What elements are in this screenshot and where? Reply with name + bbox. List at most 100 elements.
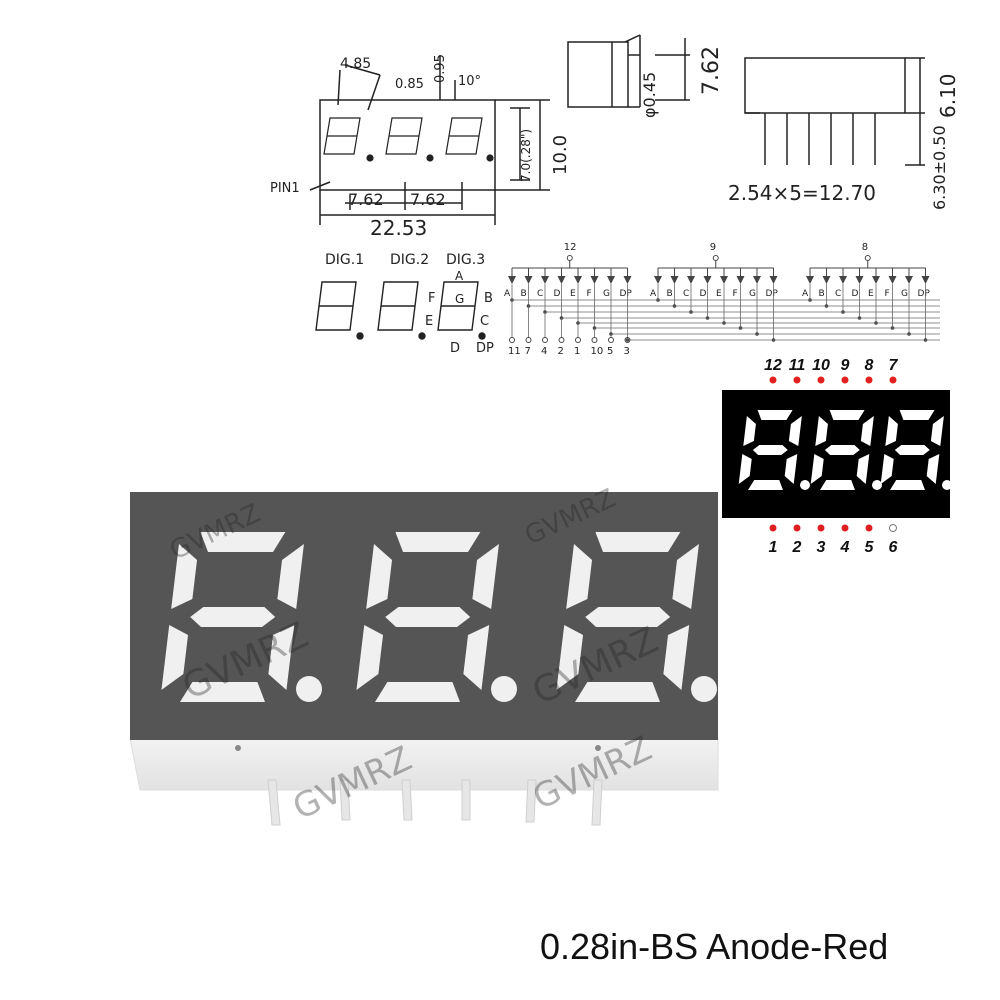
bottom-pin-label: 3 [624,346,630,357]
pinout-top-dot [793,376,801,384]
dim-pin-dia: φ0.45 [640,72,659,118]
dim-body-height: 10.0 [550,135,571,175]
common-pin-label: 8 [862,242,868,253]
led-diode [822,276,831,284]
segment-e [161,625,189,690]
dig-label-2: DIG.2 [390,252,429,268]
segment-f [815,416,828,446]
segment-label: A [650,289,657,299]
pinout-top-label: 11 [789,357,806,374]
dim-pin-len: 6.30±0.50 [930,125,949,210]
segment-f [885,416,898,446]
segment-c [784,454,798,484]
seg-letter-g: G [455,292,464,306]
bottom-pin-label: 11 [508,346,521,357]
led-diode [574,276,582,284]
segment-label: B [521,289,527,299]
pinout-top-label: 12 [764,357,782,374]
seg-letter-e: E [425,314,433,329]
pinout-bottom-dot [841,524,849,532]
common-pin-label: 9 [710,242,716,253]
pinout-bottom-dot [817,524,825,532]
segment-label: F [587,289,592,299]
segment-d [375,682,460,702]
segment-f [743,416,756,446]
watermark-2: GVMRZ [520,483,620,551]
dim-front-body-h: 6.10 [936,73,960,118]
segment-c [463,625,490,690]
segment-d [575,682,660,702]
pinout-bottom-label: 6 [889,539,898,556]
led-diode [769,276,778,284]
bottom-pin-label: 1 [574,346,580,357]
pinout-top-dot [841,376,849,384]
display-pins [267,779,603,826]
pinout-bottom-label: 4 [840,539,850,556]
led-diode [736,276,745,284]
segment-e [738,454,752,484]
pinout-top-dot [889,376,897,384]
segment-label: A [802,289,809,299]
led-diode [654,276,662,284]
segment-a [757,410,793,420]
led-diode [720,276,728,284]
pinout-bottom-dot [793,524,801,532]
segment-dp [800,480,810,490]
bottom-pin-label: 2 [558,346,564,357]
segment-label: D [852,289,859,299]
led-diode [590,276,599,284]
segment-label: E [716,289,722,299]
segment-e [356,625,384,690]
watermark-3: GVMRZ [176,615,314,708]
segment-label: C [683,289,689,299]
segment-c [663,625,690,690]
seg-letter-a: A [455,269,464,283]
segment-label: G [603,289,610,299]
seg-letter-d: D [450,341,460,356]
dig-label-3: DIG.3 [446,252,485,268]
segment-a [595,532,681,552]
segment-dp [872,480,882,490]
segment-g [894,445,930,455]
pin1-label: PIN1 [270,181,300,196]
seg-letter-dp: DP [476,341,494,356]
led-diode [872,276,880,284]
segment-label: E [868,289,874,299]
led-diode [687,276,695,284]
led-diode [524,276,533,284]
segment-label: F [733,289,738,299]
seg-letter-b: B [484,291,493,306]
led-diode [806,276,814,284]
pinout-top-label: 7 [889,357,899,374]
segment-b [860,416,874,446]
segment-label: DP [766,289,779,299]
bottom-pin-label: 7 [525,346,531,357]
led-diode [541,276,549,284]
bottom-pin-label: 10 [591,346,604,357]
segment-f [366,544,393,609]
product-caption: 0.28in-BS Anode-Red [540,926,889,967]
dim-seg-thick: 0.95 [433,54,448,83]
led-diode [855,276,864,284]
dig-label-1: DIG.1 [325,252,364,268]
segment-a [395,532,481,552]
dim-gap: 0.85 [395,77,424,92]
segment-label: G [749,289,756,299]
led-diode [753,276,761,284]
segment-label: DP [620,289,633,299]
segment-b [672,544,699,609]
dim-side-height: 7.62 [699,46,724,95]
watermark-6: GVMRZ [527,729,658,818]
segment-g [585,607,671,627]
segment-d [890,480,925,490]
pinout-bottom-label: 3 [817,539,826,556]
led-diode [670,276,679,284]
dim-slant: 10° [458,74,481,89]
segment-label: C [537,289,543,299]
segment-dp [296,676,322,702]
segment-d [180,682,265,702]
